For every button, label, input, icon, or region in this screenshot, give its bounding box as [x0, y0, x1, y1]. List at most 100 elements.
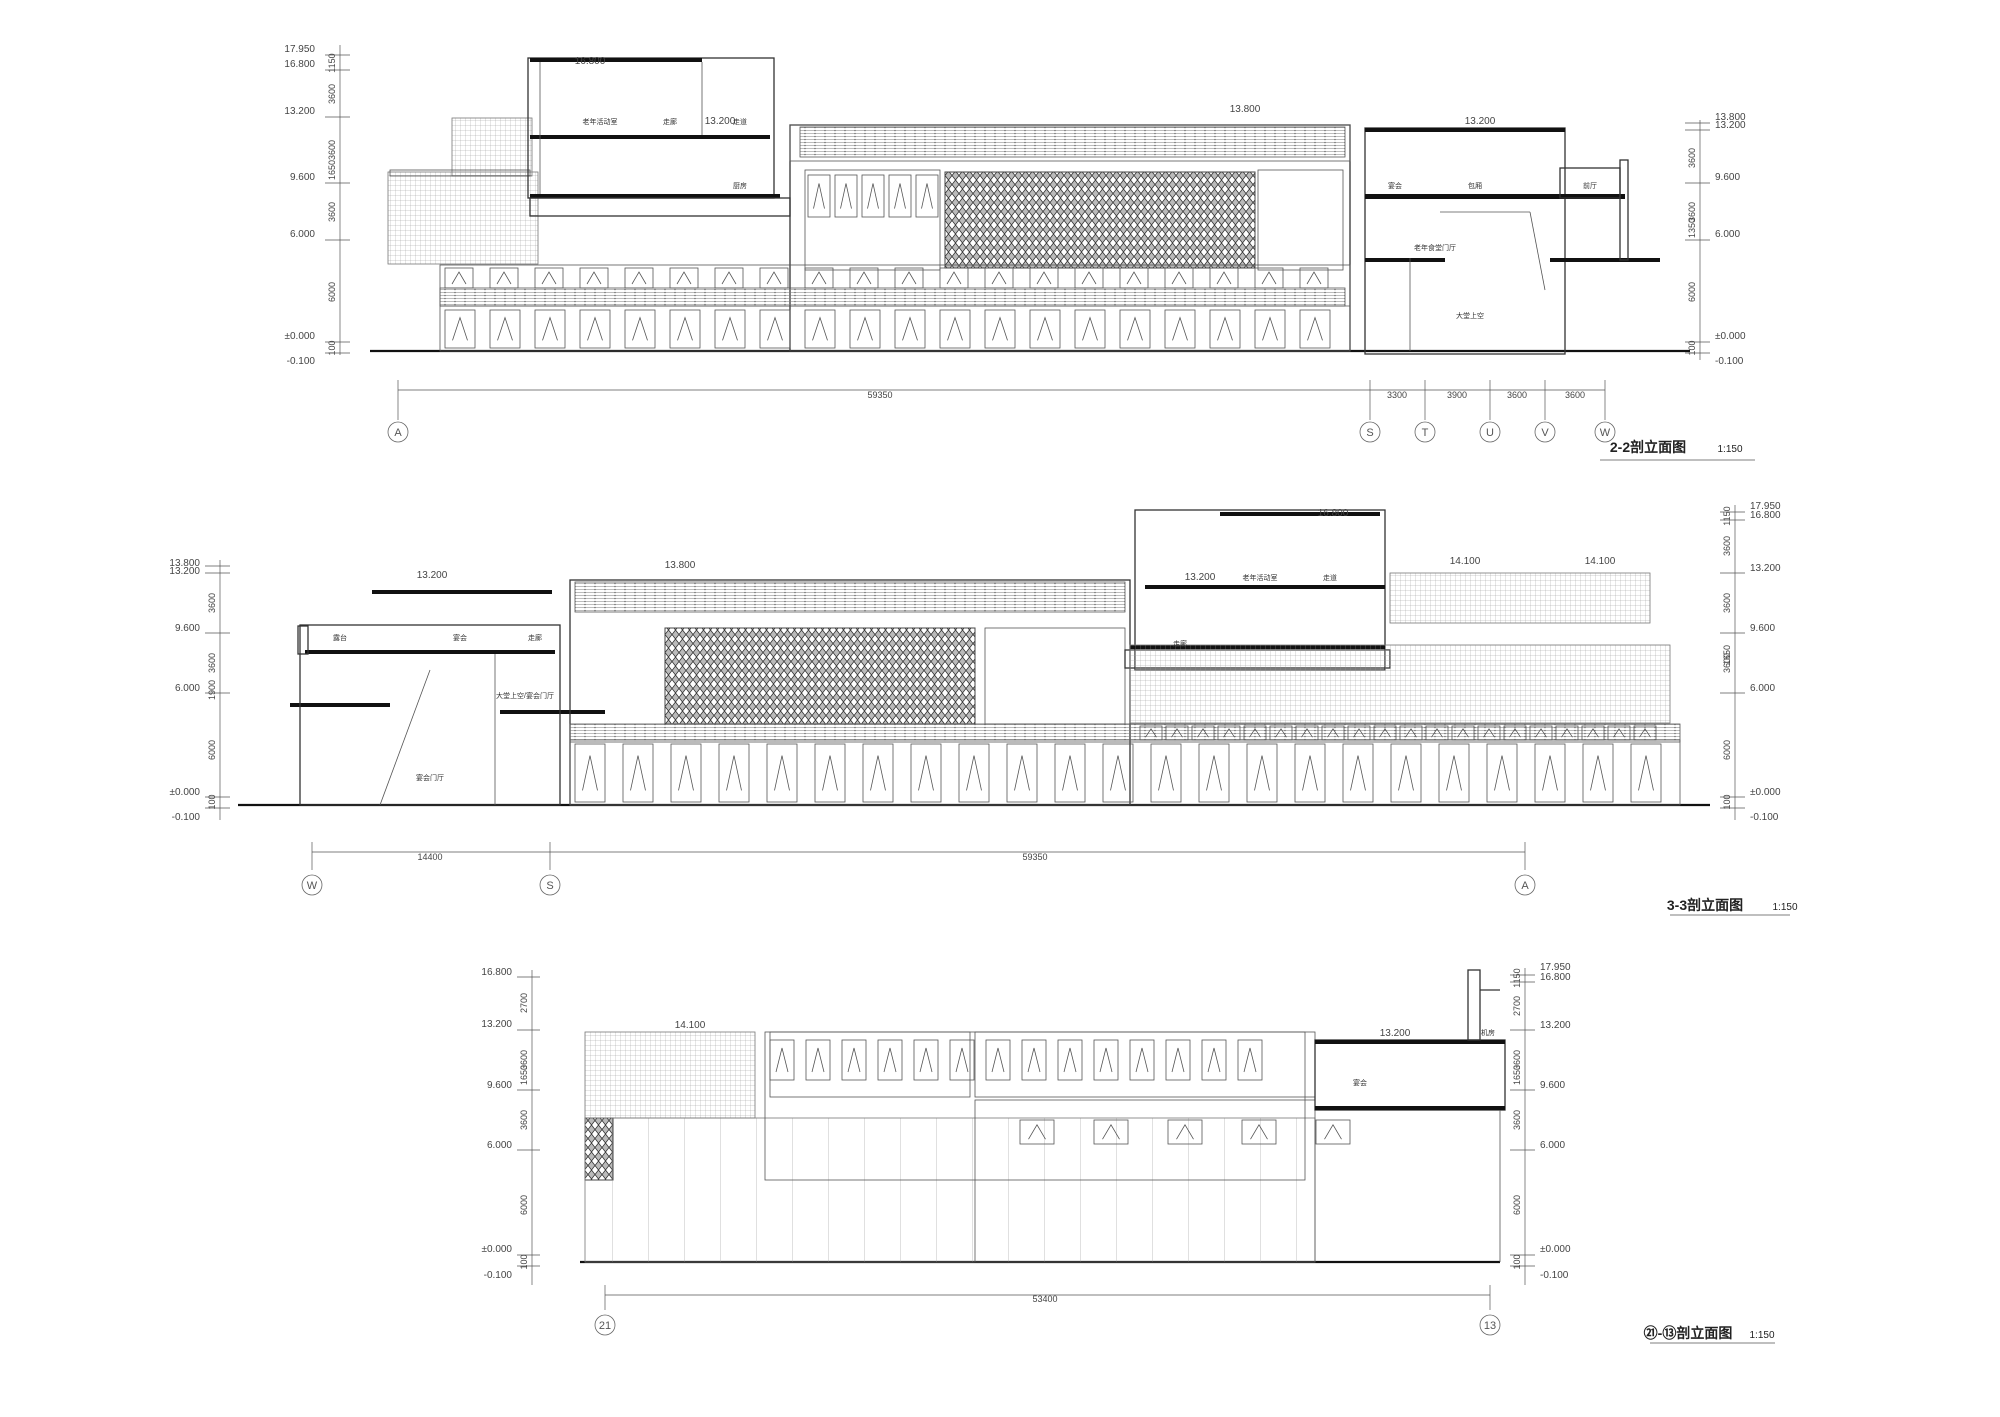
- door-3-3-lower: [1438, 743, 1470, 803]
- s33-dim-0: 14400: [417, 852, 442, 862]
- s33-level-left-1: 13.200: [169, 566, 200, 577]
- s22-dim-right-4: 100: [1687, 340, 1697, 355]
- section-3-3-drawing: [205, 505, 1790, 916]
- s22-level-right-1: 13.200: [1715, 120, 1746, 131]
- window-2-2-mid: [915, 174, 939, 218]
- door-2-2-lower-swing: [857, 316, 873, 341]
- door-3-3-lower: [718, 743, 750, 803]
- door-3-3-lower-swing: [1158, 755, 1174, 791]
- window-2-2-mid: [834, 174, 858, 218]
- s33-dim-left-2: 1900: [207, 680, 217, 700]
- s33-level-right-3: 9.600: [1750, 623, 1775, 634]
- s33-axis-W-label: W: [307, 880, 318, 892]
- s22-dim-right-3: 6000: [1687, 282, 1697, 302]
- s22-inline-level-1: 13.200: [705, 116, 736, 127]
- window-2-2-upper: [1164, 267, 1194, 289]
- s2113-title: ㉑-⑬剖立面图: [1644, 1325, 1733, 1341]
- door-3-3-lower-swing: [822, 755, 838, 791]
- s2113-axis-21-label: 21: [599, 1320, 611, 1332]
- s22-bay-dim-2: 3600: [1507, 390, 1527, 400]
- section-2-2-drawing: [325, 45, 1755, 461]
- s22-axis-T-label: T: [1422, 427, 1429, 439]
- door-3-3-lower: [1390, 743, 1422, 803]
- door-3-3-lower: [670, 743, 702, 803]
- window-2-2-upper: [534, 267, 564, 289]
- window-3-3-band: [1633, 725, 1657, 741]
- s22-level-right-4: ±0.000: [1715, 331, 1746, 342]
- window-3-3-band-swing: [1379, 728, 1391, 738]
- s33-dim-right-6: 100: [1722, 794, 1732, 809]
- window-2-2-upper-swing: [1036, 271, 1052, 285]
- s22-level-right-2: 9.600: [1715, 172, 1740, 183]
- s2113-level-left-4: ±0.000: [481, 1244, 512, 1255]
- door-2-2-lower-swing: [632, 316, 648, 341]
- door-3-3-lower: [910, 743, 942, 803]
- s22-axis-V-label: V: [1541, 427, 1549, 439]
- s2113-room-1: 机房: [1481, 1028, 1495, 1037]
- window-2-2-upper: [849, 267, 879, 289]
- window-21-13-upper-swing: [1171, 1047, 1185, 1073]
- s22-bay-dim-3: 3600: [1565, 390, 1585, 400]
- s22-dim-right-1: 3600: [1687, 202, 1697, 222]
- door-2-2-lower-swing: [497, 316, 513, 341]
- s2113-room-0: 宴会: [1353, 1078, 1367, 1087]
- window-2-2-upper-swing: [721, 271, 737, 285]
- door-3-3-lower: [1102, 743, 1134, 803]
- s22-room-7: 老年食堂门厅: [1414, 243, 1456, 252]
- window-3-3-band: [1191, 725, 1215, 741]
- s22-dim-left-6: 100: [327, 340, 337, 355]
- s33-axis-A-bubble: [1514, 874, 1536, 896]
- door-2-2-lower: [984, 309, 1016, 349]
- window-2-2-upper: [1029, 267, 1059, 289]
- window-21-13-upper-swing: [919, 1047, 933, 1073]
- s33-room-1: 宴会: [453, 633, 467, 642]
- s33-room-4: 宴会门厅: [416, 773, 444, 782]
- window-3-3-band-swing: [1587, 728, 1599, 738]
- window-2-2-upper-swing: [541, 271, 557, 285]
- s2113-axis-13-label: 13: [1484, 1320, 1496, 1332]
- door-3-3-lower-swing: [1398, 755, 1414, 791]
- window-2-2-upper: [894, 267, 924, 289]
- s2113-scale: 1:150: [1749, 1330, 1774, 1341]
- s2113-dim-left-0: 2700: [519, 993, 529, 1013]
- s2113-inline-level-1: 13.200: [1380, 1028, 1411, 1039]
- window-2-2-mid-swing: [867, 183, 879, 209]
- door-2-2-lower: [579, 309, 611, 349]
- s33-inline-level-2: 16.800: [1318, 508, 1349, 519]
- s33-level-left-5: -0.100: [172, 812, 201, 823]
- door-2-2-lower: [489, 309, 521, 349]
- s2113-dim-right-5: 6000: [1512, 1195, 1522, 1215]
- window-2-2-upper-swing: [946, 271, 962, 285]
- door-3-3-lower-swing: [1014, 755, 1030, 791]
- window-3-3-band-swing: [1171, 728, 1183, 738]
- window-2-2-upper-swing: [1261, 271, 1277, 285]
- door-3-3-lower-swing: [1494, 755, 1510, 791]
- window-2-2-upper-swing: [451, 271, 467, 285]
- s22-level-left-6: -0.100: [287, 356, 316, 367]
- s33-room-0: 露台: [333, 633, 347, 642]
- window-2-2-mid: [861, 174, 885, 218]
- door-3-3-lower-swing: [918, 755, 934, 791]
- s33-level-right-5: ±0.000: [1750, 787, 1781, 798]
- window-2-2-upper: [714, 267, 744, 289]
- door-2-2-lower: [534, 309, 566, 349]
- s33-level-right-1: 16.800: [1750, 510, 1781, 521]
- louver-21-13: [1241, 1119, 1277, 1145]
- window-21-13-upper-swing: [811, 1047, 825, 1073]
- window-2-2-upper: [804, 267, 834, 289]
- s22-room-6: 前厅: [1583, 181, 1597, 190]
- s2113-dim-right-1: 2700: [1512, 996, 1522, 1016]
- door-3-3-lower-swing: [1638, 755, 1654, 791]
- window-21-13-upper-swing: [883, 1047, 897, 1073]
- door-2-2-lower-swing: [947, 316, 963, 341]
- window-21-13-upper-swing: [1243, 1047, 1257, 1073]
- s2113-level-left-0: 16.800: [481, 967, 512, 978]
- s33-inline-level-5: 14.100: [1585, 556, 1616, 567]
- s33-dim-left-4: 100: [207, 794, 217, 809]
- s22-room-3: 厨房: [733, 181, 747, 190]
- window-2-2-upper-swing: [766, 271, 782, 285]
- s22-room-1: 走廊: [663, 117, 677, 126]
- door-3-3-lower: [1246, 743, 1278, 803]
- window-21-13-upper: [949, 1039, 975, 1081]
- window-3-3-band: [1269, 725, 1293, 741]
